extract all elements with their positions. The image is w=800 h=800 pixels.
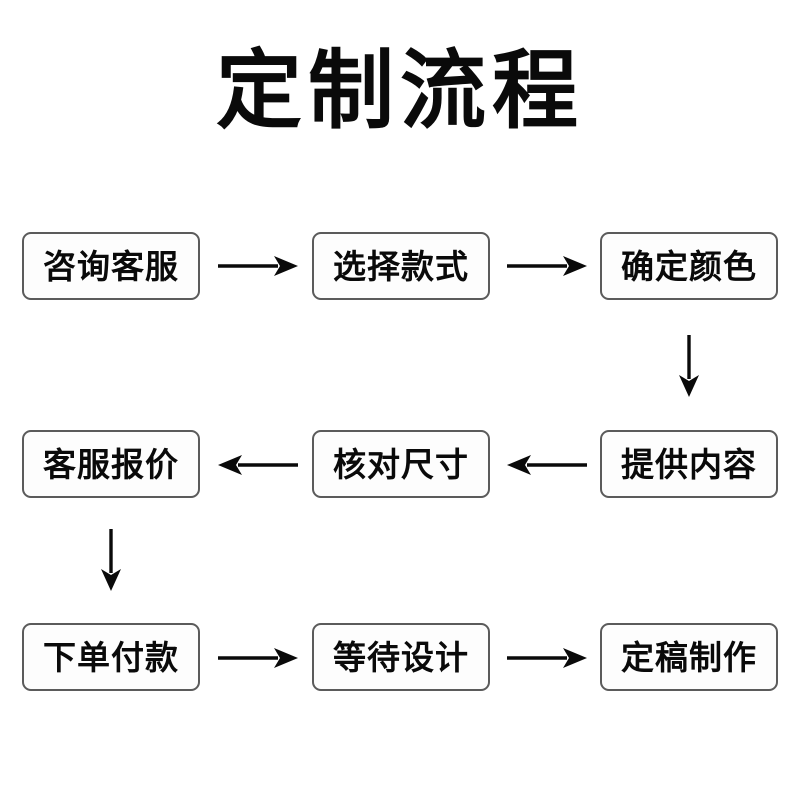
flow-node-confirm-color[interactable]: 确定颜色 <box>600 232 778 300</box>
flow-node-provide-content[interactable]: 提供内容 <box>600 430 778 498</box>
arrow-down-icon <box>674 333 704 399</box>
flow-node-label: 提供内容 <box>621 444 757 484</box>
arrow-down-icon <box>96 527 126 593</box>
arrow-left-icon <box>216 450 300 480</box>
arrow-right-icon <box>505 251 589 281</box>
flow-node-label: 咨询客服 <box>43 246 179 286</box>
flow-node-place-order-pay[interactable]: 下单付款 <box>22 623 200 691</box>
flow-node-label: 选择款式 <box>333 246 469 286</box>
flow-node-finalize-produce[interactable]: 定稿制作 <box>600 623 778 691</box>
flow-node-consult-service[interactable]: 咨询客服 <box>22 232 200 300</box>
flow-node-label: 定稿制作 <box>621 637 757 677</box>
flow-node-verify-size[interactable]: 核对尺寸 <box>312 430 490 498</box>
page-title: 定制流程 <box>216 40 584 141</box>
flow-node-select-style[interactable]: 选择款式 <box>312 232 490 300</box>
flow-node-service-quote[interactable]: 客服报价 <box>22 430 200 498</box>
arrow-right-icon <box>216 643 300 673</box>
flow-node-label: 等待设计 <box>333 637 469 677</box>
arrow-right-icon <box>505 643 589 673</box>
flow-node-label: 确定颜色 <box>621 246 757 286</box>
arrow-right-icon <box>216 251 300 281</box>
flow-node-label: 下单付款 <box>43 637 179 677</box>
flow-node-label: 客服报价 <box>43 444 179 484</box>
flow-node-label: 核对尺寸 <box>333 444 469 484</box>
arrow-left-icon <box>505 450 589 480</box>
flow-node-await-design[interactable]: 等待设计 <box>312 623 490 691</box>
